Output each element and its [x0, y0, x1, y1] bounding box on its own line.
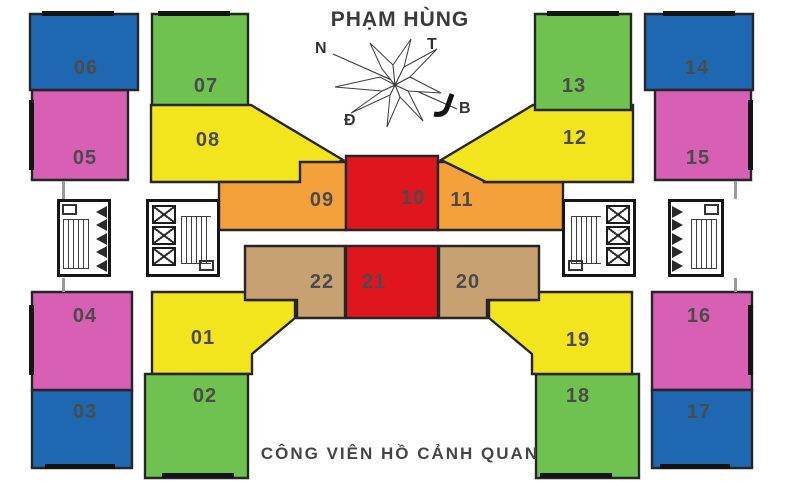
- compass-label-b: B: [459, 100, 471, 117]
- unit-15-area: [653, 88, 753, 182]
- unit-06-label: 06: [74, 57, 98, 79]
- elevator-core-left: [146, 199, 220, 277]
- elevator-core-right: [562, 199, 636, 277]
- wall-connector: [62, 181, 65, 199]
- park-name-label: CÔNG VIÊN HỒ CẢNH QUAN: [260, 444, 540, 463]
- unit-01-label: 01: [191, 327, 215, 349]
- unit-17-area: [650, 388, 754, 470]
- vent-louvers: [672, 204, 683, 273]
- elevator-shafts: [606, 203, 630, 268]
- compass-label-d: Đ: [344, 112, 356, 129]
- elevator-icon: [152, 226, 176, 245]
- wc-fixture: [199, 260, 214, 271]
- staircase: [181, 216, 211, 264]
- wall-connector: [62, 278, 65, 292]
- wall-segment: [540, 473, 612, 478]
- stair-core-right-outer: [668, 199, 724, 277]
- unit-02-area: [143, 372, 250, 480]
- unit-09-label: 09: [310, 189, 334, 211]
- unit-11-label: 11: [450, 189, 473, 211]
- elevator-icon: [606, 247, 630, 266]
- wall-segment: [660, 464, 730, 469]
- unit-16-label: 16: [687, 305, 711, 327]
- stair-core-left-outer: [57, 199, 111, 277]
- vent-louvers: [96, 204, 107, 273]
- wall-connector: [734, 278, 737, 292]
- unit-10-label: 10: [401, 187, 425, 209]
- unit-05-label: 05: [73, 147, 97, 169]
- unit-21-label: 21: [362, 271, 386, 293]
- unit-08-label: 08: [196, 129, 220, 151]
- elevator-icon: [606, 226, 630, 245]
- unit-07-label: 07: [194, 75, 218, 97]
- elevator-shafts: [152, 203, 176, 268]
- unit-01-area: [150, 290, 297, 376]
- elevator-icon: [152, 205, 176, 224]
- wc-fixture: [704, 204, 719, 215]
- unit-13-label: 13: [562, 75, 586, 97]
- wall-segment: [748, 100, 753, 170]
- compass-rose-icon: [332, 38, 458, 128]
- unit-04-label: 04: [73, 305, 97, 327]
- wc-fixture: [568, 260, 583, 271]
- unit-03-label: 03: [73, 401, 97, 423]
- compass-label-n: N: [315, 40, 327, 57]
- unit-22-label: 22: [310, 271, 334, 293]
- wall-segment: [29, 100, 34, 170]
- street-name-title: PHẠM HÙNG: [330, 8, 470, 31]
- wall-segment: [748, 305, 753, 375]
- wall-connector: [734, 181, 737, 199]
- wall-segment: [547, 11, 619, 16]
- wall-segment: [42, 11, 114, 16]
- wall-segment: [663, 11, 735, 16]
- wc-fixture: [62, 204, 77, 215]
- unit-19-label: 19: [566, 329, 590, 351]
- staircase: [63, 219, 89, 269]
- unit-21-area: [344, 244, 440, 320]
- compass-arrow-icon: [433, 93, 455, 117]
- wall-segment: [29, 305, 34, 375]
- wall-segment: [45, 464, 115, 469]
- staircase: [691, 219, 717, 269]
- unit-02-label: 02: [193, 385, 217, 407]
- unit-18-label: 18: [566, 385, 590, 407]
- compass-label-t: T: [427, 36, 437, 53]
- elevator-icon: [152, 247, 176, 266]
- unit-12-label: 12: [563, 127, 587, 149]
- unit-20-label: 20: [456, 271, 480, 293]
- unit-17-label: 17: [687, 401, 711, 423]
- elevator-icon: [606, 205, 630, 224]
- staircase: [571, 216, 601, 264]
- unit-19-area: [487, 290, 634, 376]
- unit-22-area: [243, 244, 347, 320]
- wall-segment: [162, 473, 234, 478]
- wall-segment: [158, 11, 230, 16]
- unit-15-label: 15: [686, 147, 710, 169]
- unit-14-label: 14: [685, 57, 709, 79]
